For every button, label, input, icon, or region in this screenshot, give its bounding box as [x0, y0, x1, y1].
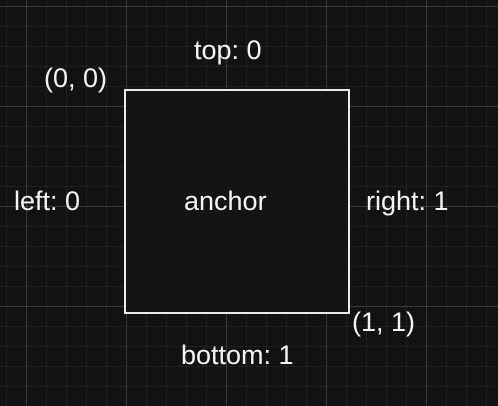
- anchor-box: [124, 89, 350, 314]
- anchor-label: anchor: [184, 186, 267, 216]
- left-edge-label: left: 0: [14, 186, 81, 216]
- bottom-right-corner-label: (1, 1): [352, 307, 416, 337]
- right-edge-label: right: 1: [366, 186, 449, 216]
- top-left-corner-label: (0, 0): [44, 63, 108, 93]
- bottom-edge-label: bottom: 1: [181, 340, 294, 370]
- top-edge-label: top: 0: [194, 35, 262, 65]
